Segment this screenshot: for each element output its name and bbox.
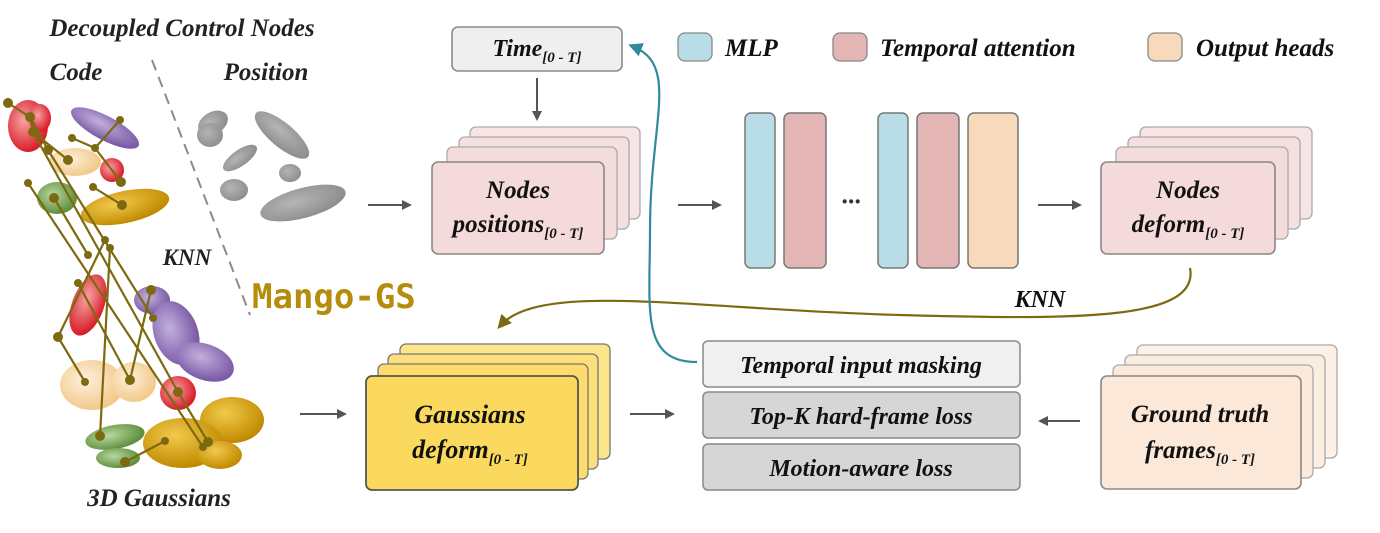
knn-arrow-curve bbox=[497, 267, 1192, 330]
legend-swatch-output bbox=[1147, 32, 1183, 62]
knn-links bbox=[7, 102, 209, 463]
nodes-deform-line2: deform[0 - T] bbox=[1132, 211, 1245, 242]
motion-loss-box bbox=[702, 443, 1021, 491]
legend-label-mlp: MLP bbox=[724, 35, 779, 62]
masking-feedback-arrow bbox=[628, 43, 698, 364]
nodes-positions-line1: Nodes bbox=[485, 177, 550, 204]
knn-left-label: KNN bbox=[162, 245, 213, 270]
gaussians-3d-label: 3D Gaussians bbox=[86, 485, 231, 512]
legend-label-attention: Temporal attention bbox=[880, 35, 1076, 62]
temporal-masking-label: Temporal input masking bbox=[740, 353, 982, 379]
position-nodes-gray bbox=[197, 110, 346, 222]
layer-mlp-1 bbox=[744, 112, 776, 269]
motion-loss-label: Motion-aware loss bbox=[768, 456, 952, 482]
ground-truth-line2: frames[0 - T] bbox=[1145, 437, 1255, 468]
legend: MLP Temporal attention Output heads bbox=[677, 32, 1334, 62]
layer-attention-1 bbox=[783, 112, 827, 269]
decoupled-title: Decoupled Control Nodes bbox=[48, 15, 314, 42]
code-label: Code bbox=[50, 59, 103, 86]
layer-mlp-2 bbox=[877, 112, 909, 269]
temporal-masking-box bbox=[702, 340, 1021, 388]
knn-node-dots bbox=[3, 98, 213, 467]
topk-loss-box bbox=[702, 391, 1021, 439]
legend-label-output: Output heads bbox=[1196, 35, 1334, 62]
gaussians-deform-stack bbox=[365, 343, 611, 491]
layer-attention-2 bbox=[916, 112, 960, 269]
gaussians-deform-line2: deform[0 - T] bbox=[412, 435, 528, 468]
network-layers bbox=[744, 112, 1019, 269]
gaussians-deform-line1: Gaussians bbox=[414, 400, 525, 429]
nodes-positions-stack bbox=[431, 126, 641, 255]
position-label: Position bbox=[223, 59, 309, 86]
layer-output-heads bbox=[967, 112, 1019, 269]
layers-ellipsis: ··· bbox=[841, 187, 861, 216]
ground-truth-line1: Ground truth bbox=[1131, 401, 1269, 428]
time-label: Time[0 - T] bbox=[493, 36, 582, 66]
nodes-positions-line2: positions[0 - T] bbox=[451, 211, 584, 242]
legend-swatch-mlp bbox=[677, 32, 713, 62]
nodes-deform-line1: Nodes bbox=[1155, 177, 1220, 204]
legend-swatch-attention bbox=[832, 32, 868, 62]
knn-arrow-label: KNN bbox=[1014, 287, 1067, 313]
divider-dashed bbox=[151, 59, 251, 316]
topk-loss-label: Top-K hard-frame loss bbox=[749, 404, 972, 430]
nodes-deform-stack bbox=[1100, 126, 1313, 255]
time-box bbox=[451, 26, 623, 72]
brand-logo: Mango-GS bbox=[252, 277, 416, 317]
ground-truth-stack bbox=[1100, 344, 1338, 490]
